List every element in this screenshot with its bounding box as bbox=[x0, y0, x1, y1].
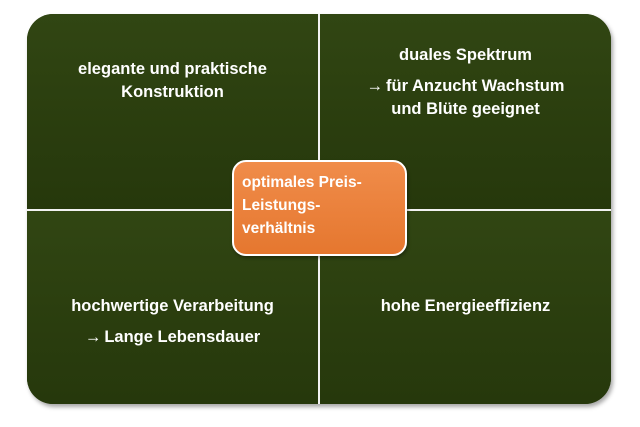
quadrant-top-right-text: duales Spektrum →für Anzucht Wachstum un… bbox=[320, 44, 611, 121]
quadrant-text-line: Konstruktion bbox=[121, 83, 224, 101]
quadrant-bottom-left-text: hochwertige Verarbeitung →Lange Lebensda… bbox=[27, 295, 318, 349]
right-arrow-icon: → bbox=[366, 77, 384, 95]
quadrant-text-line: und Blüte geeignet bbox=[391, 100, 540, 118]
center-text-line: Leistungs- bbox=[242, 197, 321, 214]
quadrant-title: hohe Energieeffizienz bbox=[380, 297, 551, 315]
center-text-line: optimales Preis- bbox=[242, 174, 362, 191]
quadrant-text-line: elegante und praktische bbox=[78, 60, 267, 78]
quadrant-top-left-text: elegante und praktische Konstruktion bbox=[27, 58, 318, 104]
center-text-line: verhältnis bbox=[242, 220, 316, 237]
quadrant-text-fragment: Lange Lebensdauer bbox=[104, 328, 261, 346]
right-arrow-icon: → bbox=[84, 328, 102, 346]
quadrant-text-line: →Lange Lebensdauer bbox=[27, 326, 318, 349]
quadrant-title: hochwertige Verarbeitung bbox=[71, 297, 274, 315]
quadrant-text-line: →für Anzucht Wachstum bbox=[320, 75, 611, 98]
quadrant-bottom-right-text: hohe Energieeffizienz bbox=[320, 295, 611, 318]
center-highlight-box: optimales Preis- Leistungs- verhältnis bbox=[232, 160, 407, 256]
quadrant-title: duales Spektrum bbox=[399, 46, 532, 64]
quadrant-text-fragment: für Anzucht Wachstum bbox=[386, 77, 565, 95]
